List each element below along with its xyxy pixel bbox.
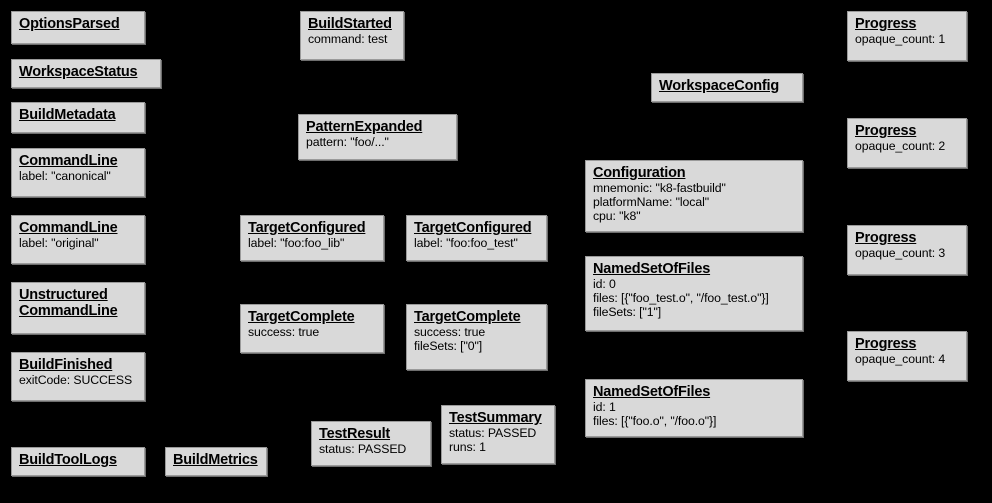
event-node-title: Progress xyxy=(855,16,917,32)
event-node-title: CommandLine xyxy=(19,153,118,169)
event-node-title: Unstructured CommandLine xyxy=(19,287,118,320)
event-node-title: TargetConfigured xyxy=(414,220,532,236)
event-node-fields: exitCode: SUCCESS xyxy=(19,373,133,388)
event-node-options-parsed[interactable]: OptionsParsed xyxy=(11,11,145,44)
event-node-unstructured-command-line[interactable]: Unstructured CommandLine xyxy=(11,282,145,334)
event-node-title: WorkspaceConfig xyxy=(659,78,780,94)
event-node-title: Configuration xyxy=(593,165,686,181)
event-node-fields: id: 1 files: [{"foo.o", "/foo.o"}] xyxy=(593,400,717,428)
event-node-title: BuildFinished xyxy=(19,357,113,373)
event-node-title: BuildMetrics xyxy=(173,452,258,468)
event-node-title: Progress xyxy=(855,336,917,352)
event-node-title: BuildToolLogs xyxy=(19,452,117,468)
event-node-title: Progress xyxy=(855,230,917,246)
event-node-title: BuildMetadata xyxy=(19,107,116,123)
event-node-fields: id: 0 files: [{"foo_test.o", "/foo_test.… xyxy=(593,277,769,319)
event-node-title: TargetComplete xyxy=(414,309,521,325)
event-node-fields: opaque_count: 2 xyxy=(855,139,946,154)
event-node-title: Progress xyxy=(855,123,917,139)
event-node-title: TargetConfigured xyxy=(248,220,366,236)
event-node-workspace-config[interactable]: WorkspaceConfig xyxy=(651,73,803,102)
event-node-title: NamedSetOfFiles xyxy=(593,261,711,277)
event-node-fields: pattern: "foo/..." xyxy=(306,135,389,150)
event-node-title: WorkspaceStatus xyxy=(19,64,138,80)
event-node-title: TestSummary xyxy=(449,410,542,426)
event-node-fields: opaque_count: 3 xyxy=(855,246,946,261)
event-node-fields: command: test xyxy=(308,32,388,47)
event-node-title: TestResult xyxy=(319,426,391,442)
event-node-title: CommandLine xyxy=(19,220,118,236)
event-node-build-metrics[interactable]: BuildMetrics xyxy=(165,447,267,476)
event-node-title: NamedSetOfFiles xyxy=(593,384,711,400)
event-node-fields: mnemonic: "k8-fastbuild" platformName: "… xyxy=(593,181,726,223)
event-node-title: BuildStarted xyxy=(308,16,392,32)
event-node-fields: label: "original" xyxy=(19,236,99,251)
event-node-title: OptionsParsed xyxy=(19,16,120,32)
event-node-fields: label: "foo:foo_lib" xyxy=(248,236,345,251)
event-node-workspace-status[interactable]: WorkspaceStatus xyxy=(11,59,161,88)
event-node-fields: status: PASSED runs: 1 xyxy=(449,426,537,454)
event-node-fields: success: true fileSets: ["0"] xyxy=(414,325,486,353)
event-node-fields: label: "foo:foo_test" xyxy=(414,236,518,251)
event-node-build-tool-logs[interactable]: BuildToolLogs xyxy=(11,447,145,476)
event-node-build-metadata[interactable]: BuildMetadata xyxy=(11,102,145,133)
event-node-fields: opaque_count: 4 xyxy=(855,352,946,367)
event-node-fields: success: true xyxy=(248,325,320,340)
event-node-fields: opaque_count: 1 xyxy=(855,32,946,47)
event-node-fields: label: "canonical" xyxy=(19,169,111,184)
event-node-fields: status: PASSED xyxy=(319,442,407,457)
event-node-title: PatternExpanded xyxy=(306,119,423,135)
event-node-title: TargetComplete xyxy=(248,309,355,325)
